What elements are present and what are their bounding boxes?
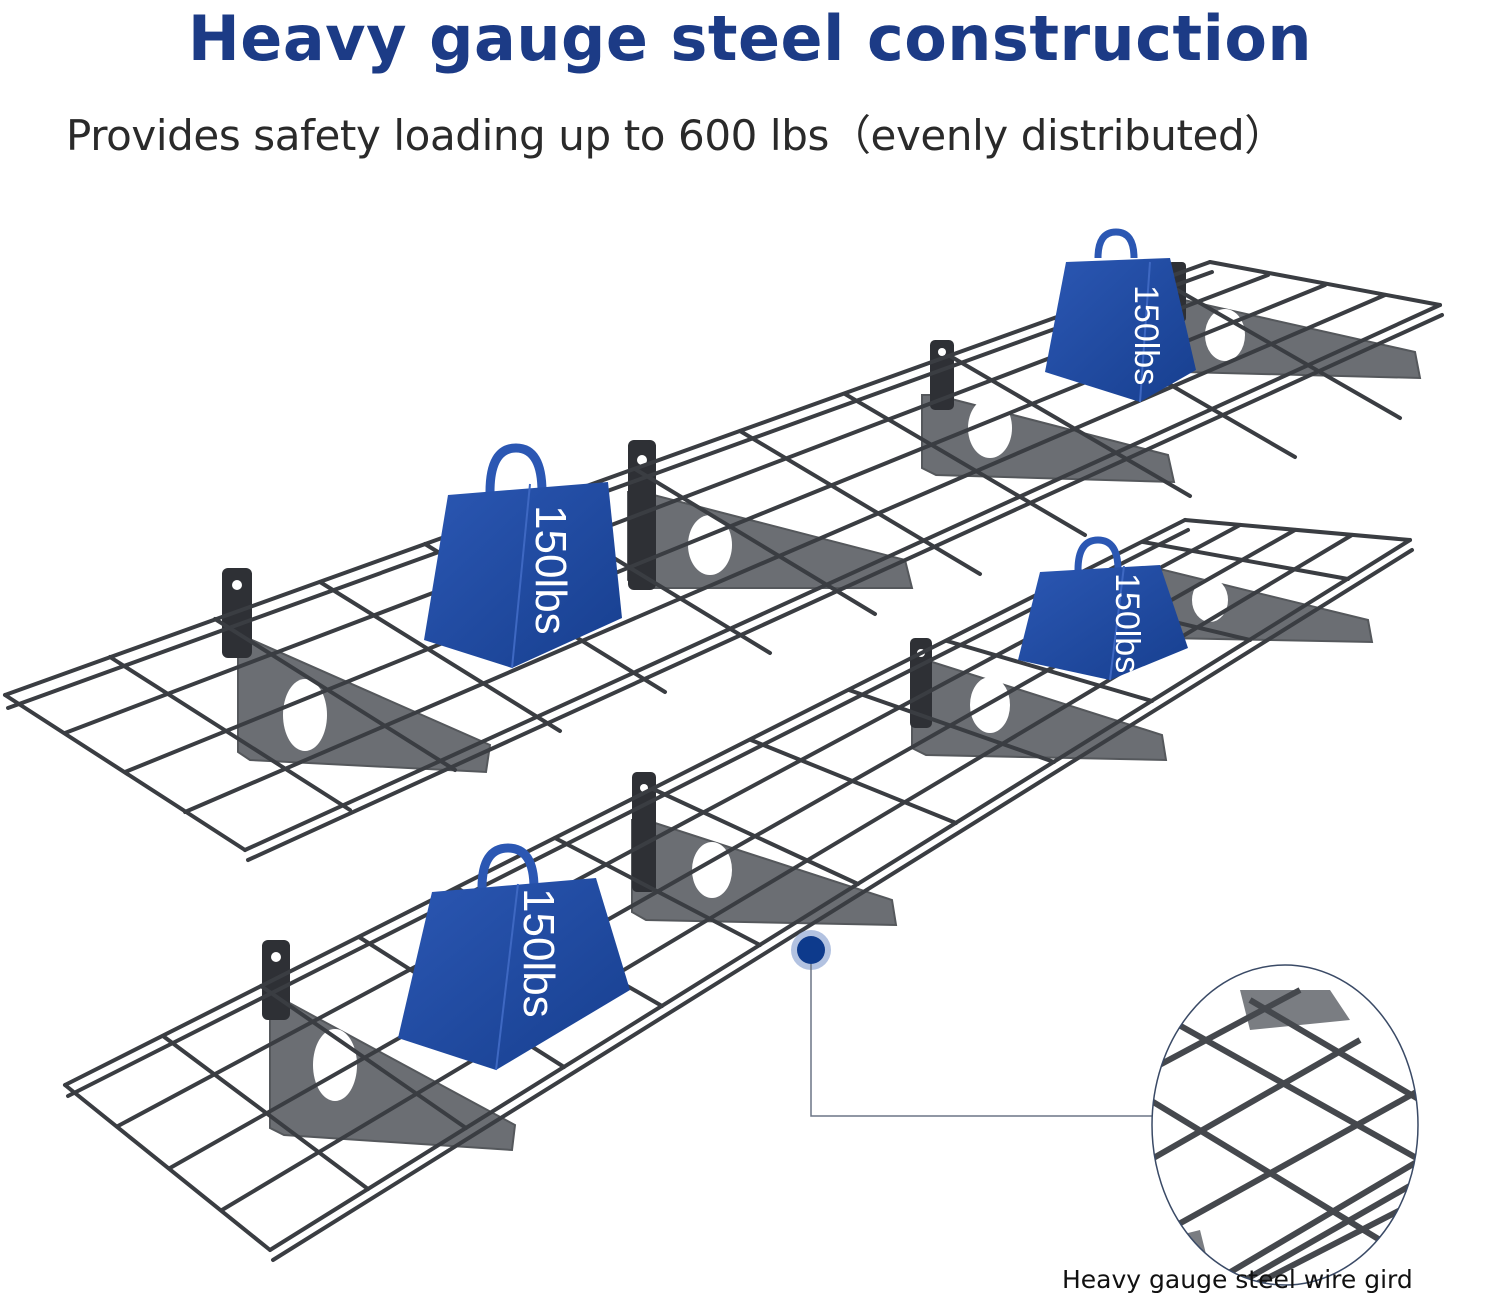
kettlebell-weight-icon: 150lbs bbox=[398, 843, 630, 1071]
wire-grid bbox=[3, 260, 1444, 862]
kettlebell-weight-icon: 150lbs bbox=[424, 443, 622, 669]
weight-label: 150lbs bbox=[1127, 285, 1165, 385]
weight-label: 150lbs bbox=[514, 888, 563, 1018]
kettlebell-weight-icon: 150lbs bbox=[1018, 536, 1188, 681]
magnify-detail-circle bbox=[1152, 965, 1418, 1285]
weight-label: 150lbs bbox=[1108, 573, 1146, 673]
page-subtitle: Provides safety loading up to 600 lbs（ev… bbox=[66, 111, 1286, 160]
callout bbox=[791, 930, 1419, 1286]
weight-label: 150lbs bbox=[526, 505, 575, 635]
kettlebell-weight-icon: 150lbs bbox=[1045, 228, 1196, 403]
page-title: Heavy gauge steel construction bbox=[187, 2, 1313, 75]
callout-line bbox=[810, 964, 1153, 1117]
shelf-lower bbox=[63, 518, 1414, 1262]
shelf-upper bbox=[3, 260, 1444, 862]
callout-dot-icon bbox=[797, 936, 825, 964]
callout-caption: Heavy gauge steel wire gird bbox=[1062, 1265, 1413, 1294]
wire-grid bbox=[63, 518, 1414, 1262]
